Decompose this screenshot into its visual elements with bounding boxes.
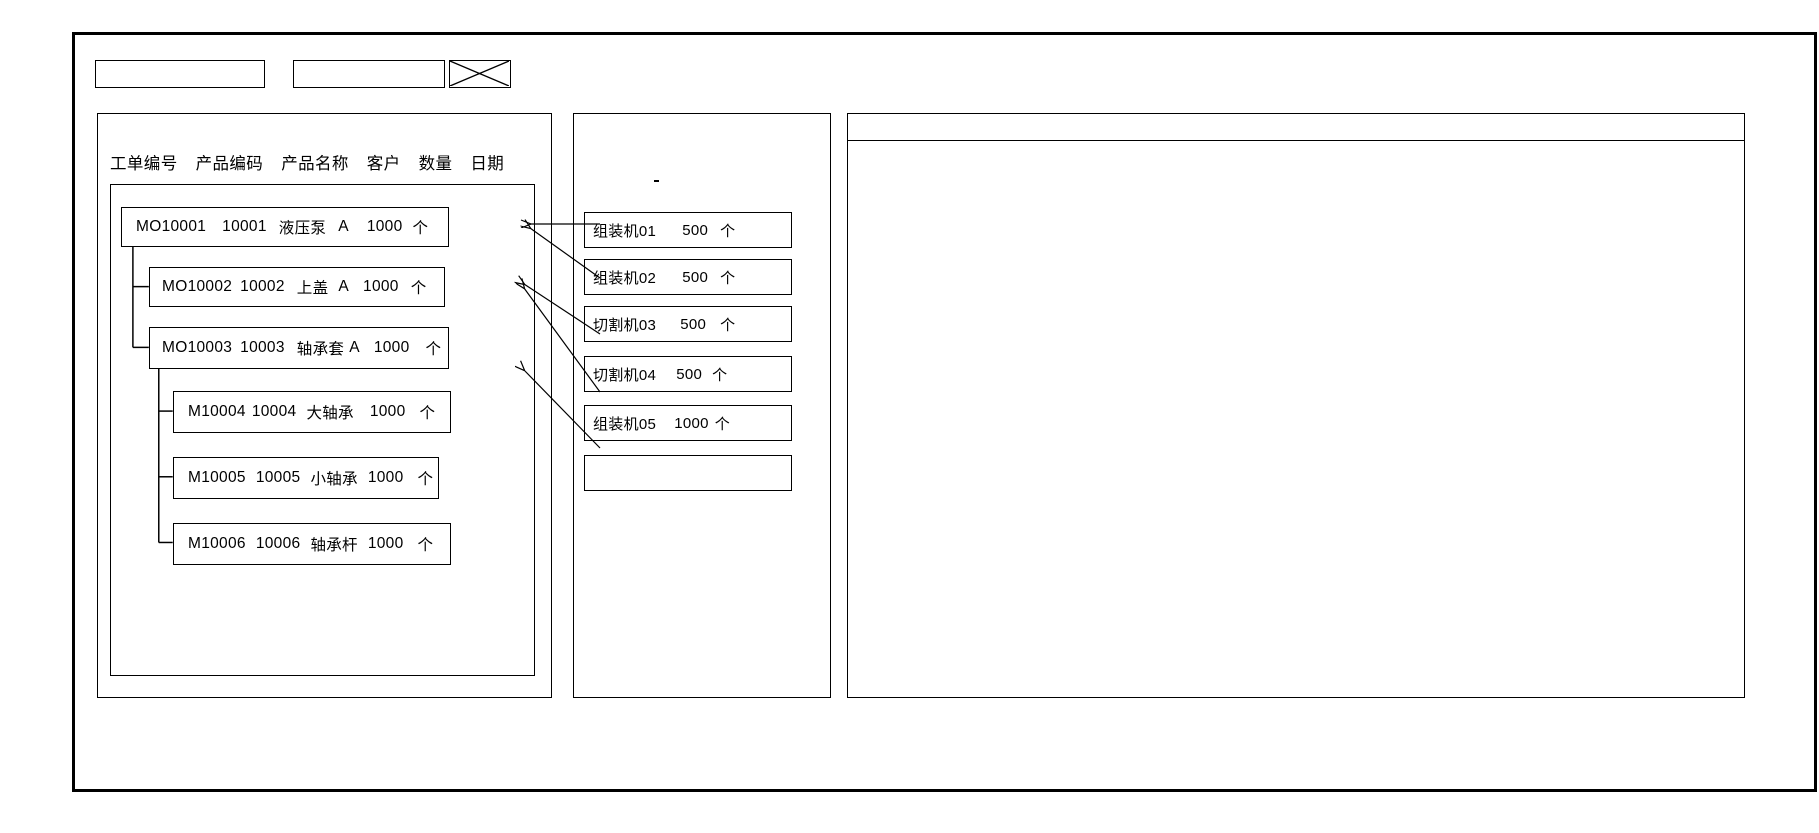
work-order-row[interactable]: M10005 10005 小轴承 1000 个 <box>173 457 439 499</box>
cell-quantity: 500 <box>682 221 709 239</box>
toolbar-field-2[interactable] <box>293 60 445 88</box>
cell-customer: A <box>349 339 360 356</box>
cell-unit: 个 <box>410 280 427 297</box>
cell-product-name: 轴承杆 <box>310 537 358 554</box>
operation-card-empty[interactable] <box>584 455 792 491</box>
work-order-panel: 工单编号 产品编码 产品名称 客户 数量 日期 MO10001 10001 <box>97 113 552 698</box>
cell-unit: 个 <box>419 405 436 422</box>
column-header-customer: 客户 <box>366 155 401 173</box>
cell-product-code: 10002 <box>240 278 285 295</box>
column-header-order-no: 工单编号 <box>110 155 178 173</box>
toolbar <box>95 60 1795 100</box>
cell-machine: 组装机02 <box>593 269 657 287</box>
cell-quantity: 1000 <box>373 339 410 356</box>
cell-quantity: 1000 <box>369 403 406 420</box>
cell-customer: A <box>338 278 350 295</box>
cell-unit: 个 <box>720 269 736 287</box>
cell-product-name: 大轴承 <box>306 405 354 422</box>
cell-customer: A <box>338 218 349 235</box>
cell-unit: 个 <box>720 316 736 334</box>
work-order-row[interactable]: M10004 10004 大轴承 1000 个 <box>173 391 451 433</box>
detail-panel-body <box>848 141 1744 697</box>
cell-product-code: 10004 <box>251 403 297 420</box>
cell-quantity: 1000 <box>367 535 404 552</box>
cell-order-no: MO10001 <box>136 218 207 235</box>
cell-quantity: 500 <box>676 365 703 383</box>
cell-unit: 个 <box>712 366 728 384</box>
work-order-row[interactable]: MO10001 10001 液压泵 A 1000 个 <box>121 207 449 247</box>
operation-card[interactable]: 组装机02 500 个 <box>584 259 792 295</box>
cell-machine: 组装机01 <box>593 222 657 240</box>
detail-panel <box>847 113 1745 698</box>
cell-machine: 组装机05 <box>593 415 657 433</box>
cell-order-no: M10005 <box>188 469 246 486</box>
cell-machine: 切割机04 <box>593 366 657 384</box>
cell-order-no: M10004 <box>188 403 246 420</box>
operation-panel-marker <box>654 180 659 182</box>
column-header-product-code: 产品编码 <box>195 155 264 173</box>
image-placeholder-icon[interactable] <box>449 60 511 88</box>
cell-product-code: 10001 <box>222 218 267 235</box>
column-header-quantity: 数量 <box>418 155 453 173</box>
toolbar-field-1[interactable] <box>95 60 265 88</box>
work-order-column-headers: 工单编号 产品编码 产品名称 客户 数量 日期 <box>110 150 504 174</box>
cell-product-code: 10006 <box>255 535 301 552</box>
image-placeholder-cross-icon <box>450 61 509 86</box>
operation-card[interactable]: 组装机05 1000 个 <box>584 405 792 441</box>
cell-unit: 个 <box>425 341 442 358</box>
cell-unit: 个 <box>412 220 429 237</box>
application-window: 工单编号 产品编码 产品名称 客户 数量 日期 MO10001 10001 <box>72 32 1817 792</box>
column-header-product-name: 产品名称 <box>281 155 349 173</box>
work-order-row[interactable]: M10006 10006 轴承杆 1000 个 <box>173 523 451 565</box>
cell-product-name: 液压泵 <box>278 220 327 237</box>
cell-quantity: 1000 <box>366 218 403 235</box>
cell-unit: 个 <box>417 537 434 554</box>
cell-product-name: 小轴承 <box>310 471 358 488</box>
cell-machine: 切割机03 <box>593 316 657 334</box>
operation-card[interactable]: 切割机03 500 个 <box>584 306 792 342</box>
cell-product-code: 10003 <box>240 339 285 356</box>
detail-panel-header <box>848 114 1744 140</box>
cell-quantity: 500 <box>682 268 709 286</box>
cell-unit: 个 <box>417 471 434 488</box>
cell-order-no: MO10002 <box>162 278 233 295</box>
cell-unit: 个 <box>714 415 731 433</box>
cell-order-no: M10006 <box>188 535 246 552</box>
column-header-date: 日期 <box>470 155 505 173</box>
cell-quantity: 1000 <box>363 278 399 295</box>
cell-quantity: 1000 <box>674 414 709 432</box>
cell-order-no: MO10003 <box>162 339 233 356</box>
operation-card[interactable]: 组装机01 500 个 <box>584 212 792 248</box>
operation-card[interactable]: 切割机04 500 个 <box>584 356 792 392</box>
cell-unit: 个 <box>720 222 736 240</box>
work-order-row[interactable]: MO10002 10002 上盖 A 1000 个 <box>149 267 445 307</box>
detail-panel-header-divider <box>848 140 1744 141</box>
cell-quantity: 1000 <box>367 469 404 486</box>
cell-product-code: 10005 <box>255 469 301 486</box>
operation-panel: 组装机01 500 个 组装机02 500 个 切割机03 500 个 切割机0… <box>573 113 831 698</box>
cell-product-name: 上盖 <box>296 280 329 297</box>
work-order-row[interactable]: MO10003 10003 轴承套 A 1000 个 <box>149 327 449 369</box>
work-order-tree: MO10001 10001 液压泵 A 1000 个 MO10002 10002… <box>110 184 535 676</box>
cell-product-name: 轴承套 <box>296 341 345 358</box>
cell-quantity: 500 <box>680 315 707 333</box>
